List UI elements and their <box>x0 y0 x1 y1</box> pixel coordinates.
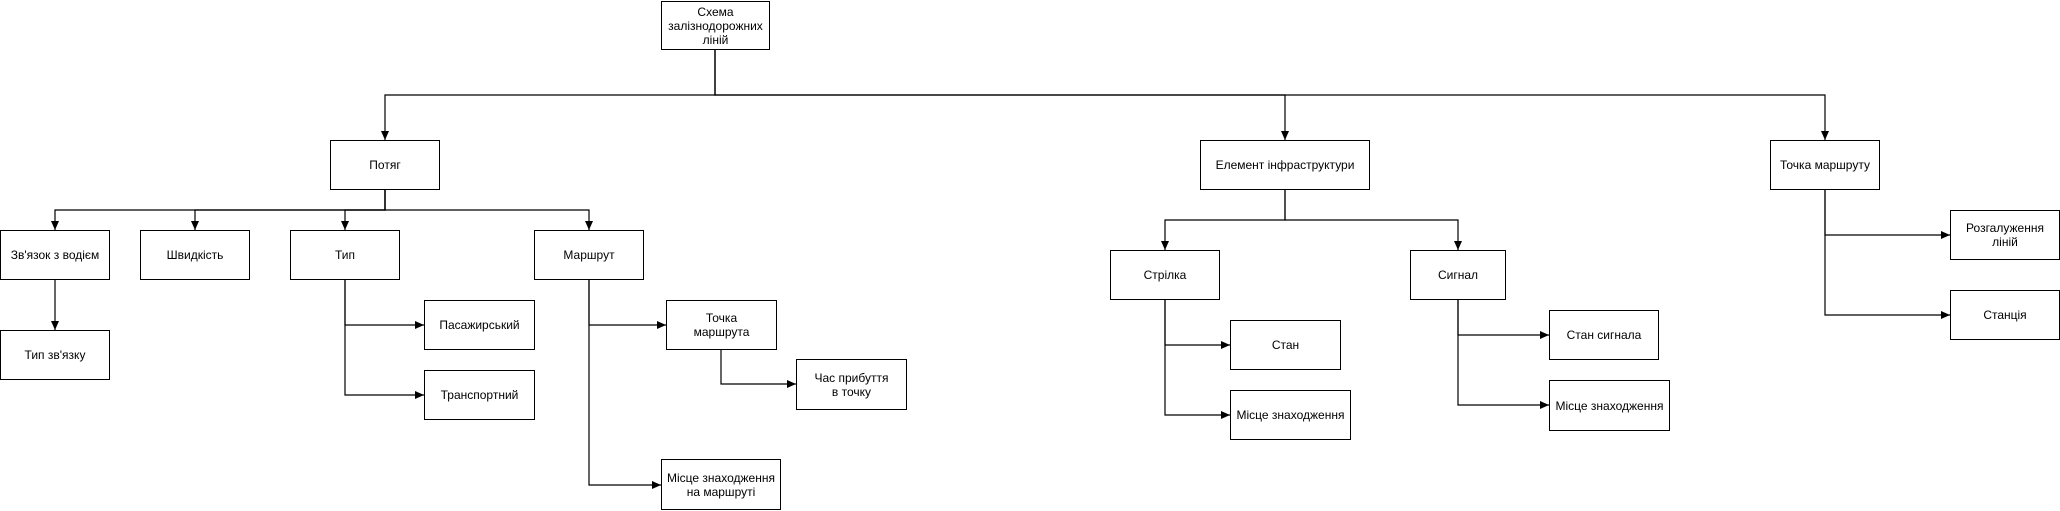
connector-type-passenger <box>344 280 424 329</box>
connector-route-route-point <box>588 280 666 329</box>
node-route-point: Точка маршрута <box>666 300 777 350</box>
node-switch: Стрілка <box>1110 250 1220 300</box>
connector-route-point-arrival <box>720 350 796 388</box>
node-station: Станція <box>1950 290 2060 340</box>
connector-root-train <box>381 50 716 140</box>
connector-train-type <box>341 190 386 230</box>
connector-route-location <box>588 280 661 489</box>
connector-switch-state <box>1164 300 1230 349</box>
node-route-location: Місце знаходження на маршруті <box>661 459 781 510</box>
node-train: Потяг <box>330 140 440 190</box>
node-route: Маршрут <box>534 230 644 280</box>
connector-infra-switch <box>1161 190 1286 250</box>
connector-signal-location <box>1457 300 1549 409</box>
connector-route-point-branching <box>1824 190 1950 239</box>
node-arrival-time: Час прибуття в точку <box>796 359 907 410</box>
node-branching: Розгалуження ліній <box>1950 210 2060 260</box>
node-speed: Швидкість <box>140 230 250 280</box>
node-signal-state: Стан сигнала <box>1549 310 1659 360</box>
node-signal-location: Місце знаходження <box>1549 380 1670 431</box>
node-type: Тип <box>290 230 400 280</box>
connector-type-transport <box>344 280 424 399</box>
node-infrastructure: Елемент інфраструктури <box>1200 140 1370 190</box>
connector-infra-signal <box>1284 190 1462 250</box>
connector-switch-location <box>1164 300 1230 419</box>
node-route-point-top: Точка маршруту <box>1770 140 1880 190</box>
node-passenger: Пасажирський <box>424 300 535 350</box>
node-root: Схема залізнодорожних ліній <box>661 1 770 50</box>
connector-signal-state <box>1457 300 1549 339</box>
connector-root-route-point <box>714 50 1829 140</box>
connector-train-route <box>384 190 593 230</box>
node-link-type: Тип зв'язку <box>0 330 110 380</box>
node-switch-location: Місце знаходження <box>1230 390 1351 440</box>
connector-route-point-station <box>1824 190 1950 319</box>
node-driver-link: Зв'язок з водієм <box>0 230 110 280</box>
node-signal: Сигнал <box>1410 250 1506 300</box>
node-transport: Транспортний <box>424 370 535 420</box>
node-switch-state: Стан <box>1230 320 1341 370</box>
